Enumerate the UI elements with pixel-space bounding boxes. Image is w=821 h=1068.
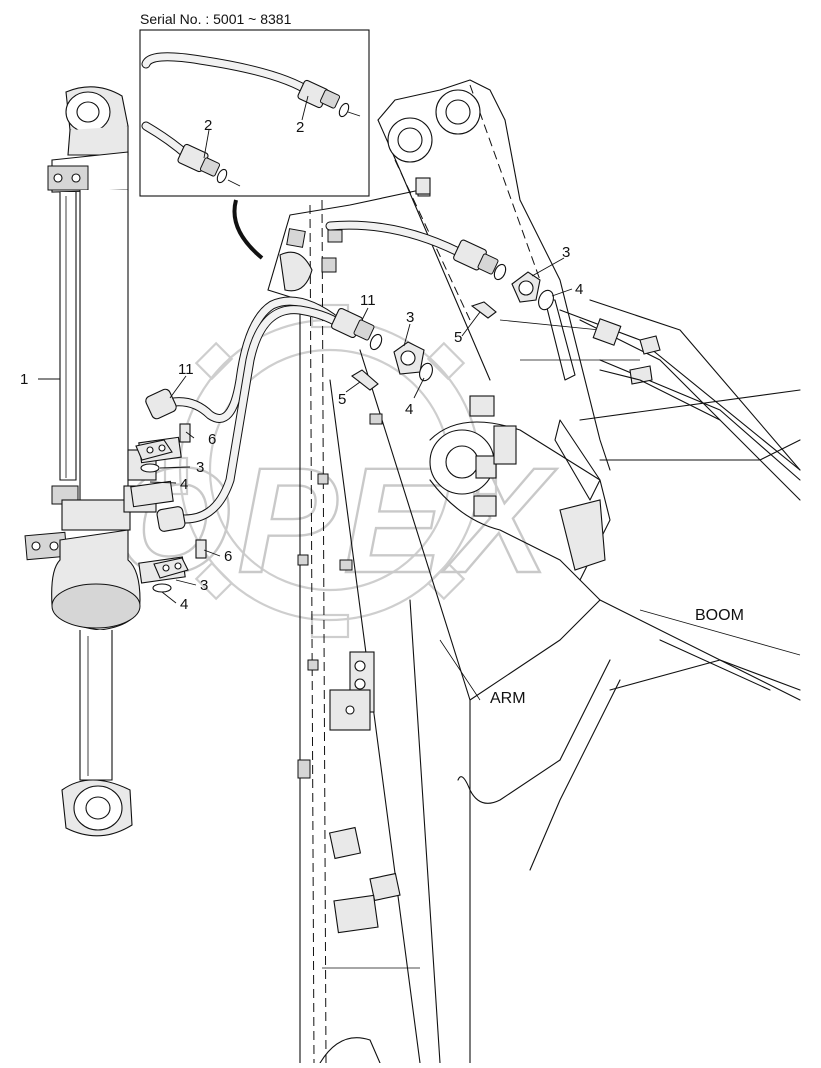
callout-numbers: 1 2 2 3 3 3 3 4 4 4 4 5 5 6 6 11 11 — [20, 117, 583, 613]
hydraulic-hoses — [145, 220, 507, 532]
mounting-block-stack — [329, 651, 375, 731]
arm-structure — [267, 189, 801, 1064]
structure-hardware — [279, 177, 517, 934]
callout-5: 5 — [454, 329, 462, 346]
hose-fitting-top — [453, 239, 507, 281]
split-flange-upper — [511, 271, 554, 311]
callout-11: 11 — [178, 361, 194, 378]
callout-4: 4 — [180, 476, 188, 493]
hose-fitting-11 — [331, 307, 383, 351]
flange-clamps — [135, 271, 554, 593]
hydraulic-cylinder — [24, 86, 186, 837]
callout-3: 3 — [200, 577, 208, 594]
callout-4: 4 — [180, 596, 188, 613]
callout-3: 3 — [196, 459, 204, 476]
callout-6: 6 — [224, 548, 232, 565]
hose-bend-marker — [232, 199, 264, 260]
callout-4: 4 — [405, 401, 413, 418]
callout-4: 4 — [575, 281, 583, 298]
arm-lower-details — [319, 967, 420, 1064]
callout-3: 3 — [406, 309, 414, 326]
bolts — [179, 301, 497, 559]
callout-1: 1 — [20, 371, 28, 388]
leader-lines — [38, 95, 573, 604]
boom-label: BOOM — [695, 607, 744, 624]
serial-inset: Serial No. : 5001 ~ 8381 — [139, 11, 370, 197]
split-flange-cyl-upper — [135, 439, 173, 473]
callout-3: 3 — [562, 244, 570, 261]
arm-label: ARM — [490, 690, 526, 707]
serial-number-label: Serial No. : 5001 ~ 8381 — [140, 11, 292, 27]
callout-6: 6 — [208, 431, 216, 448]
callout-2: 2 — [296, 119, 304, 136]
boom-piping — [469, 309, 801, 501]
callout-5: 5 — [338, 391, 346, 408]
split-flange-mid — [393, 341, 433, 382]
callout-2: 2 — [204, 117, 212, 134]
callout-11: 11 — [360, 292, 376, 309]
split-flange-cyl-lower — [152, 557, 189, 593]
